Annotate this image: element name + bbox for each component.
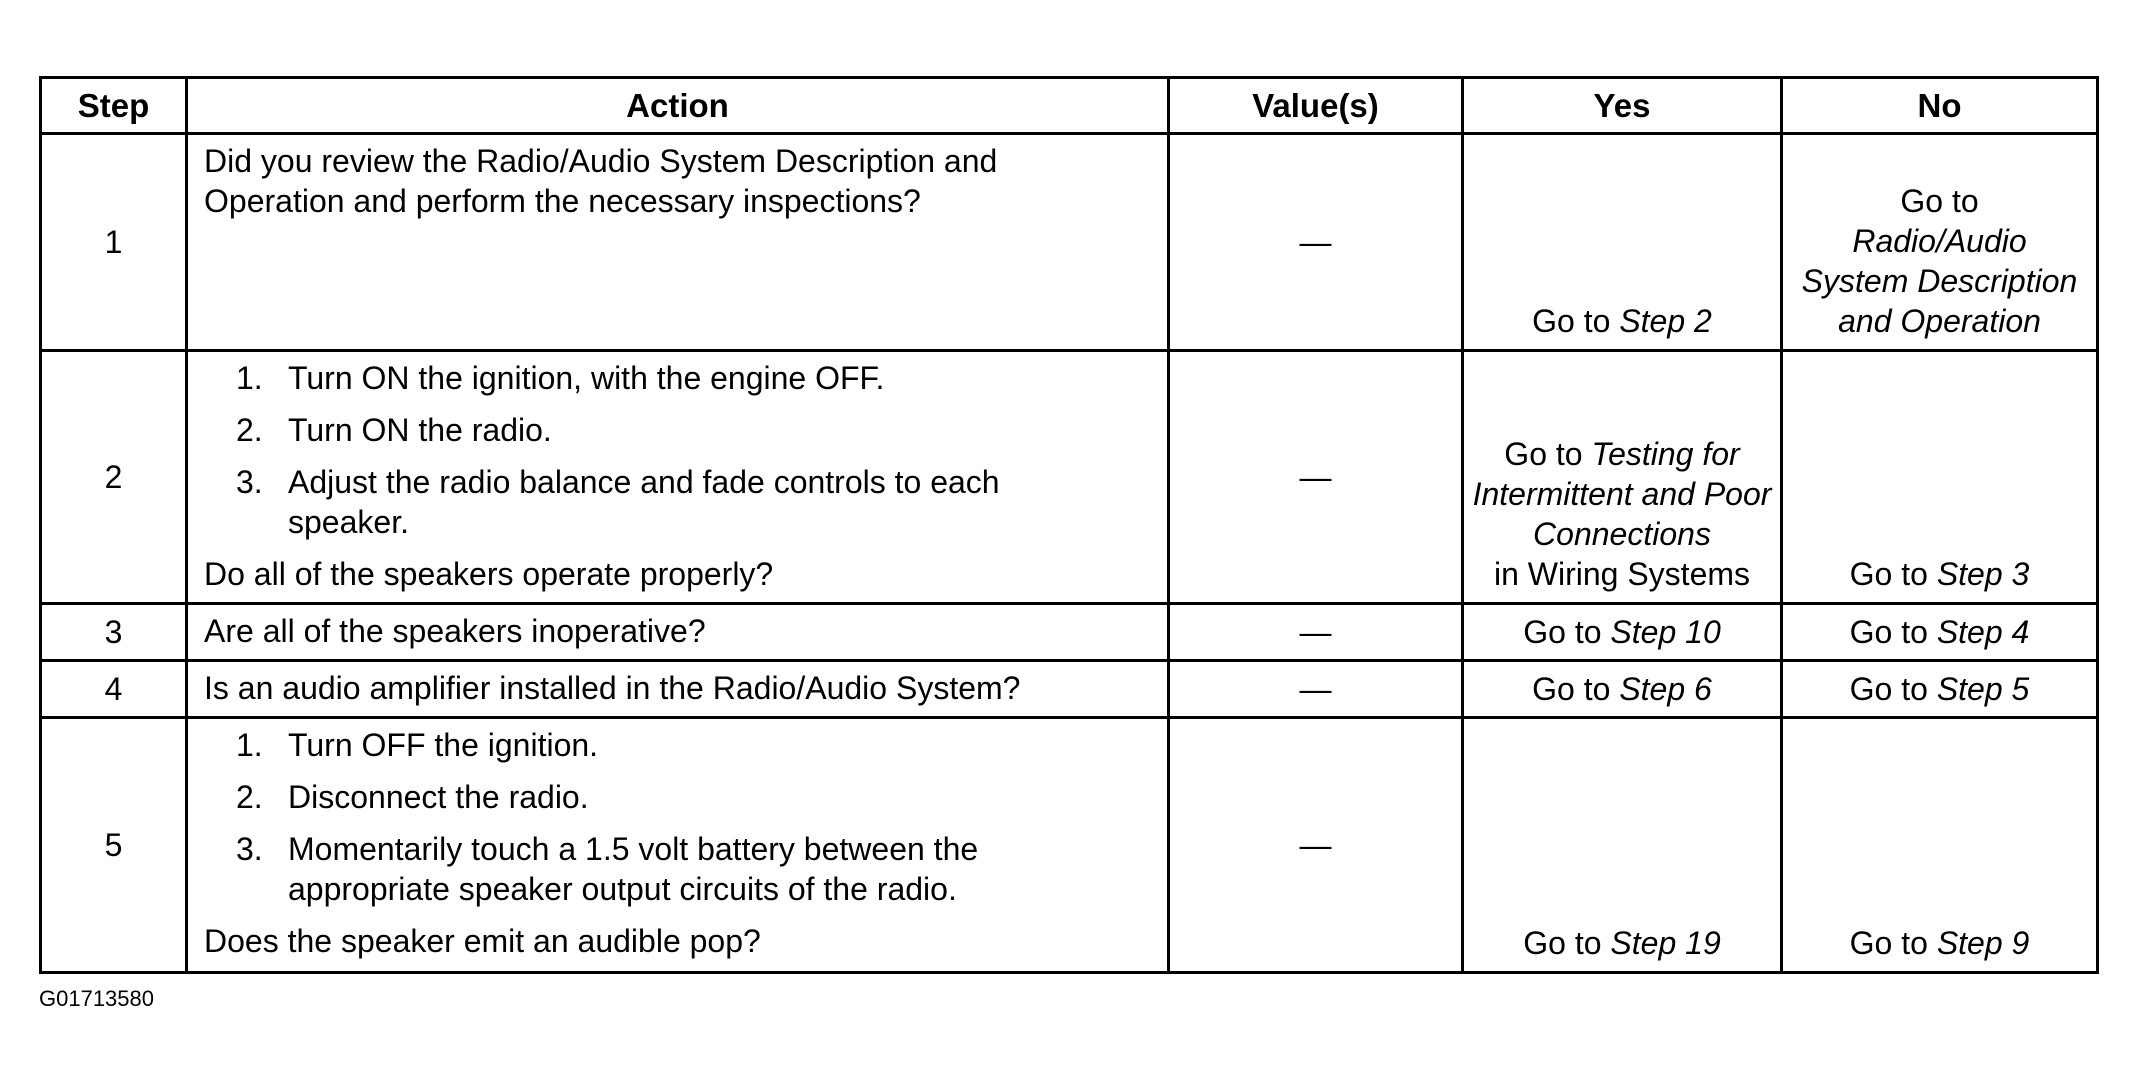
action-cell: Is an audio amplifier installed in the R… (185, 659, 1170, 719)
action-cell: 1. Turn OFF the ignition. 2. Disconnect th… (185, 716, 1170, 974)
question-text: Does the speaker emit an audible pop? (204, 923, 761, 959)
step-number: 3 (39, 602, 188, 662)
yes-link[interactable]: Step 10 (1610, 614, 1721, 650)
action-cell: 1. Turn ON the ignition, with the engine … (185, 349, 1170, 605)
step-number: 2 (39, 349, 188, 605)
action-text: Is an audio amplifier installed in the R… (204, 670, 1021, 706)
value-cell: — (1167, 602, 1464, 662)
action-text: Are all of the speakers inoperative? (204, 613, 706, 649)
step-number: 5 (39, 716, 188, 974)
yes-suffix: in Wiring Systems (1493, 556, 1751, 592)
value-cell: — (1167, 659, 1464, 719)
substep-number: 1. (236, 360, 263, 396)
substep-number: 1. (236, 727, 263, 763)
yes-cell: Go to Step 10 (1461, 602, 1783, 662)
action-cell: Are all of the speakers inoperative? (185, 602, 1170, 662)
no-cell: Go to Step 3 (1780, 349, 2099, 605)
substep-text: Momentarily touch a 1.5 volt battery bet… (288, 831, 979, 907)
substep-text: Disconnect the radio. (288, 779, 589, 815)
list-item: 3. Adjust the radio balance and fade cont… (204, 462, 1155, 542)
no-link[interactable]: Step 5 (1936, 671, 2030, 707)
yes-link[interactable]: Testing for Intermittent and Poor Connec… (1472, 436, 1772, 552)
substep-number: 3. (236, 464, 263, 500)
yes-cell: Go to Step 2 (1461, 132, 1783, 352)
table-row: 5 1. Turn OFF the ignition. 2. Disconnect … (39, 716, 2099, 974)
table-row: 4 Is an audio amplifier installed in the… (39, 659, 2099, 719)
header-no: No (1780, 76, 2099, 135)
step-number: 1 (39, 132, 188, 352)
list-item: 1. Turn ON the ignition, with the engine … (204, 358, 1155, 398)
no-cell: Go to Step 9 (1780, 716, 2099, 974)
yes-prefix: Go to (1532, 671, 1620, 707)
list-item: 2. Turn ON the radio. (204, 410, 1155, 450)
step-number: 4 (39, 659, 188, 719)
value-cell: — (1167, 132, 1464, 352)
figure-code: G01713580 (39, 986, 154, 1011)
no-prefix: Go to (1900, 183, 1979, 219)
no-prefix: Go to (1849, 671, 1937, 707)
header-values: Value(s) (1167, 76, 1464, 135)
yes-cell: Go to Testing for Intermittent and Poor … (1461, 349, 1783, 605)
table-row: 3 Are all of the speakers inoperative? —… (39, 602, 2099, 662)
no-cell: Go to Step 5 (1780, 659, 2099, 719)
no-link[interactable]: Step 9 (1936, 925, 2030, 961)
no-cell: Go to Radio/Audio System Description and … (1780, 132, 2099, 352)
value-cell: — (1167, 349, 1464, 605)
header-step: Step (39, 76, 188, 135)
no-prefix: Go to (1849, 925, 1937, 961)
substep-text: Turn OFF the ignition. (288, 727, 599, 763)
value-cell: — (1167, 716, 1464, 974)
yes-link[interactable]: Step 6 (1619, 671, 1712, 707)
list-item: 1. Turn OFF the ignition. (204, 725, 1155, 765)
header-row: Step Action Value(s) Yes No (39, 76, 2099, 135)
yes-prefix: Go to (1523, 614, 1611, 650)
diagnostic-table: Step Action Value(s) Yes No 1 Did you re… (39, 76, 2099, 974)
substep-list: 1. Turn ON the ignition, with the engine … (204, 358, 1155, 542)
no-prefix: Go to (1849, 614, 1937, 650)
list-item: 2. Disconnect the radio. (204, 777, 1155, 817)
substep-number: 3. (236, 831, 263, 867)
substep-text: Adjust the radio balance and fade contro… (288, 464, 1000, 540)
substep-number: 2. (236, 412, 263, 448)
yes-cell: Go to Step 6 (1461, 659, 1783, 719)
yes-prefix: Go to (1523, 925, 1611, 961)
header-yes: Yes (1461, 76, 1783, 135)
substep-list: 1. Turn OFF the ignition. 2. Disconnect th… (204, 725, 1155, 909)
yes-cell: Go to Step 19 (1461, 716, 1783, 974)
no-prefix: Go to (1849, 556, 1937, 592)
substep-number: 2. (236, 779, 263, 815)
yes-link[interactable]: Step 2 (1619, 303, 1712, 339)
list-item: 3. Momentarily touch a 1.5 volt battery b… (204, 829, 1155, 909)
yes-prefix: Go to (1504, 436, 1592, 472)
no-link[interactable]: Step 3 (1936, 556, 2030, 592)
no-cell: Go to Step 4 (1780, 602, 2099, 662)
header-action: Action (185, 76, 1170, 135)
no-link[interactable]: Step 4 (1936, 614, 2030, 650)
substep-text: Turn ON the radio. (288, 412, 552, 448)
question-text: Do all of the speakers operate properly? (204, 556, 774, 592)
action-text: Did you review the Radio/Audio System De… (204, 143, 998, 219)
action-cell: Did you review the Radio/Audio System De… (185, 132, 1170, 352)
substep-text: Turn ON the ignition, with the engine OF… (288, 360, 885, 396)
yes-prefix: Go to (1532, 303, 1620, 339)
table-row: 1 Did you review the Radio/Audio System … (39, 132, 2099, 352)
no-link[interactable]: Radio/Audio System Description and Opera… (1801, 223, 2078, 339)
yes-link[interactable]: Step 19 (1610, 925, 1721, 961)
table-row: 2 1. Turn ON the ignition, with the engin… (39, 349, 2099, 605)
